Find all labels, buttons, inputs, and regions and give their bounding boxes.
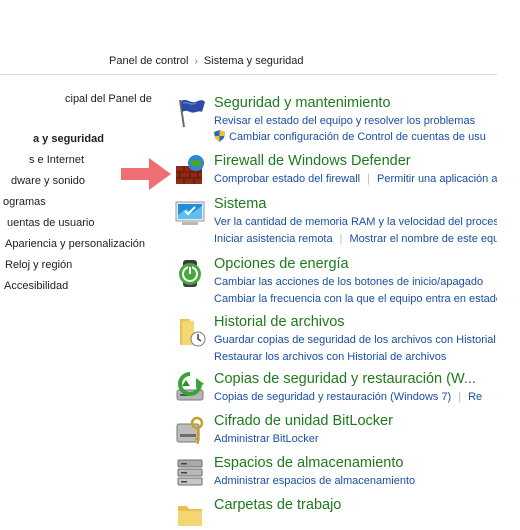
monitor-icon[interactable] xyxy=(174,197,206,229)
address-bar[interactable]: Panel de control › Sistema y seguridad xyxy=(0,49,497,75)
nav-item-accesibilidad[interactable]: Accesibilidad xyxy=(4,280,69,292)
category-title[interactable]: Carpetas de trabajo xyxy=(214,497,342,513)
work-folders-icon[interactable] xyxy=(174,498,206,530)
link-asistencia-remota[interactable]: Iniciar asistencia remota xyxy=(214,233,333,245)
link-label: Cambiar configuración de Control de cuen… xyxy=(229,131,486,143)
link-restaurar-archivos[interactable]: Restaurar los archivos con Historial de … xyxy=(214,351,447,363)
nav-item-redes[interactable]: s e Internet xyxy=(29,154,85,166)
storage-icon[interactable] xyxy=(174,456,206,488)
link-copias-windows7[interactable]: Copias de seguridad y restauración (Wind… xyxy=(214,391,452,403)
breadcrumb-panel-de-control[interactable]: Panel de control xyxy=(109,55,189,67)
nav-item-home[interactable]: cipal del Panel de xyxy=(65,93,152,105)
nav-item-programas[interactable]: ogramas xyxy=(3,196,46,208)
nav-item-current: a y seguridad xyxy=(33,133,104,145)
category-title[interactable]: Espacios de almacenamiento xyxy=(214,455,404,471)
category-title[interactable]: Firewall de Windows Defender xyxy=(214,153,411,169)
link-comprobar-firewall[interactable]: Comprobar estado del firewall xyxy=(214,173,361,185)
breadcrumb-sistema-y-seguridad[interactable]: Sistema y seguridad xyxy=(203,55,304,67)
link-guardar-copias[interactable]: Guardar copias de seguridad de los archi… xyxy=(214,334,512,346)
link-separator: | xyxy=(367,173,370,185)
link-cambiar-uac[interactable]: Cambiar configuración de Control de cuen… xyxy=(214,130,486,143)
link-row: Comprobar estado del firewall | Permitir u… xyxy=(214,173,497,185)
uac-shield-icon xyxy=(214,130,225,142)
category-title[interactable]: Opciones de energía xyxy=(214,256,349,272)
link-separator: | xyxy=(339,233,343,245)
arrow-annotation-icon xyxy=(121,158,171,190)
link-ver-ram[interactable]: Ver la cantidad de memoria RAM y la velo… xyxy=(214,216,518,228)
nav-item-reloj[interactable]: Reloj y región xyxy=(5,259,73,271)
breadcrumb: Panel de control › Sistema y seguridad xyxy=(109,55,304,67)
link-separator: | xyxy=(458,391,462,403)
link-frecuencia[interactable]: Cambiar la frecuencia con la que el equi… xyxy=(214,293,518,305)
backup-icon[interactable] xyxy=(174,372,206,404)
nav-item-apariencia[interactable]: Apariencia y personalización xyxy=(5,238,146,250)
link-administrar-espacios[interactable]: Administrar espacios de almacenamiento xyxy=(214,475,416,487)
category-title[interactable]: Cifrado de unidad BitLocker xyxy=(214,413,393,429)
power-icon[interactable] xyxy=(174,257,206,289)
flag-icon[interactable] xyxy=(174,96,206,128)
link-restaurar[interactable]: Re xyxy=(468,391,483,403)
link-revisar-estado[interactable]: Revisar el estado del equipo y resolver … xyxy=(214,115,476,127)
link-row: Copias de seguridad y restauración (Wind… xyxy=(214,391,482,403)
breadcrumb-separator: › xyxy=(194,56,198,67)
link-botones-inicio[interactable]: Cambiar las acciones de los botones de i… xyxy=(214,276,484,288)
nav-item-cuentas[interactable]: uentas de usuario xyxy=(7,217,95,229)
category-title[interactable]: Copias de seguridad y restauración (W... xyxy=(214,371,476,387)
bitlocker-icon[interactable] xyxy=(174,414,206,446)
folder-clock-icon[interactable] xyxy=(174,315,206,347)
link-permitir-app[interactable]: Permitir una aplicación a xyxy=(377,173,498,185)
firewall-icon[interactable] xyxy=(174,154,206,186)
nav-item-hardware[interactable]: dware y sonido xyxy=(11,175,85,187)
window-edge xyxy=(497,0,520,520)
link-administrar-bitlocker[interactable]: Administrar BitLocker xyxy=(214,433,319,445)
category-title[interactable]: Historial de archivos xyxy=(214,314,345,330)
category-title[interactable]: Seguridad y mantenimiento xyxy=(214,95,391,111)
category-title[interactable]: Sistema xyxy=(214,196,267,212)
link-nombre-equipo[interactable]: Mostrar el nombre de este equipo xyxy=(349,233,514,245)
link-row: Iniciar asistencia remota | Mostrar el nom… xyxy=(214,233,514,245)
